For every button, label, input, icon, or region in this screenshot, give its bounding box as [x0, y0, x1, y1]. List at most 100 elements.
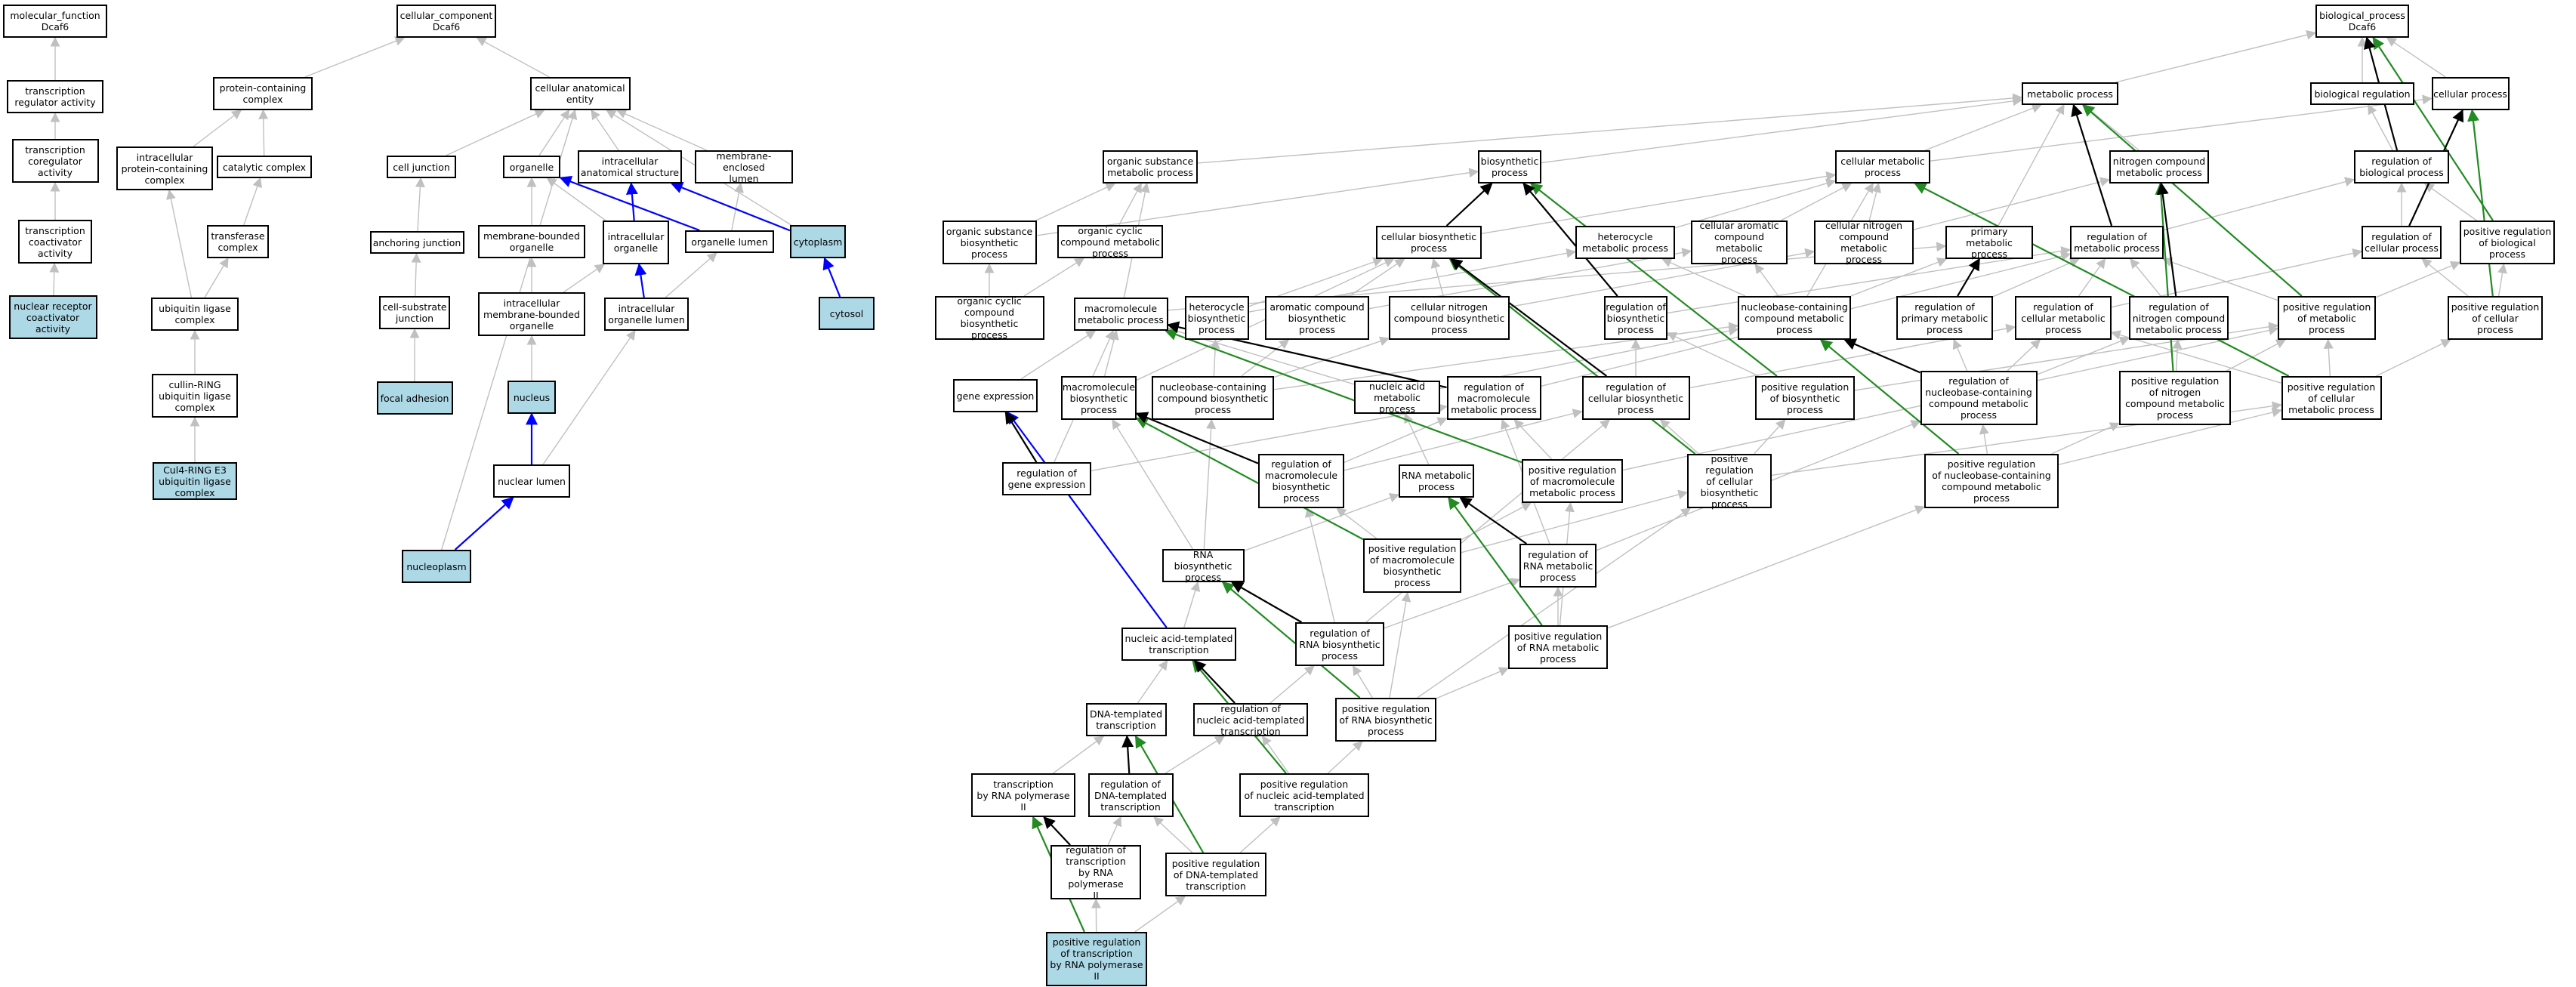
- term-node-tra[interactable]: transcription regulator activity: [7, 80, 103, 113]
- term-node-nl[interactable]: nuclear lumen: [493, 464, 570, 498]
- term-node-rncmp[interactable]: regulation of nitrogen compound metaboli…: [2129, 296, 2229, 340]
- term-node-trp2[interactable]: transcription by RNA polymerase II: [971, 773, 1075, 817]
- term-node-prcbp[interactable]: positive regulation of cellular biosynth…: [1687, 453, 1772, 510]
- term-node-mmp[interactable]: macromolecule metabolic process: [1073, 298, 1168, 331]
- edge-prcbp-to-cbp: [1448, 258, 1696, 455]
- term-node-cyto[interactable]: cytoplasm: [790, 225, 846, 258]
- term-node-mp[interactable]: metabolic process: [2022, 82, 2118, 105]
- edge-cncmp-to-ncmp: [1913, 177, 2111, 230]
- term-node-nrca[interactable]: nuclear receptor coactivator activity: [8, 295, 97, 339]
- term-node-prmmp[interactable]: positive regulation of macromolecule met…: [1522, 459, 1623, 503]
- term-node-prmbp[interactable]: positive regulation of macromolecule bio…: [1363, 538, 1461, 593]
- term-node-ol[interactable]: organelle lumen: [685, 230, 774, 253]
- term-node-rge[interactable]: regulation of gene expression: [1002, 462, 1091, 495]
- term-node-cp[interactable]: cellular process: [2431, 77, 2510, 110]
- term-node-cacmp[interactable]: cellular aromatic compound metabolic pro…: [1691, 220, 1788, 265]
- term-node-rrnabp[interactable]: regulation of RNA biosynthetic process: [1295, 622, 1384, 666]
- term-node-rdtt[interactable]: regulation of DNA-templated transcriptio…: [1087, 773, 1174, 817]
- term-node-prrnamp[interactable]: positive regulation of RNA metabolic pro…: [1508, 625, 1608, 669]
- term-node-rbp[interactable]: regulation of biological process: [2354, 150, 2449, 184]
- term-node-nuc[interactable]: nucleus: [507, 381, 556, 414]
- term-node-io[interactable]: intracellular organelle: [603, 221, 669, 264]
- term-node-prnatt[interactable]: positive regulation of nucleic acid-temp…: [1239, 773, 1369, 817]
- term-node-natt[interactable]: nucleic acid-templated transcription: [1121, 628, 1236, 661]
- term-node-rbsp[interactable]: regulation of biosynthetic process: [1604, 296, 1667, 340]
- term-node-prbsp[interactable]: positive regulation of biosynthetic proc…: [1755, 376, 1855, 420]
- term-node-prrnabp[interactable]: positive regulation of RNA biosynthetic …: [1335, 698, 1436, 742]
- term-node-np[interactable]: nucleoplasm: [402, 550, 471, 583]
- term-node-nbcbp[interactable]: nucleobase-containing compound biosynthe…: [1152, 376, 1274, 420]
- term-node-cncbp[interactable]: cellular nitrogen compound biosynthetic …: [1389, 296, 1510, 340]
- term-node-osbp[interactable]: organic substance biosynthetic process: [942, 221, 1037, 264]
- term-node-csj[interactable]: cell-substrate junction: [379, 296, 450, 329]
- term-node-mbsp[interactable]: macromolecule biosynthetic process: [1061, 376, 1137, 420]
- edge-cmp-to-cp: [1930, 94, 2433, 162]
- term-node-cc[interactable]: cellular_component Dcaf6: [396, 5, 496, 38]
- term-node-tcoa[interactable]: transcription coactivator activity: [18, 220, 92, 264]
- term-node-rnbcmp[interactable]: regulation of nucleobase-containing comp…: [1920, 371, 2038, 425]
- term-node-ncmp[interactable]: nitrogen compound metabolic process: [2109, 150, 2209, 184]
- term-node-nbcmp[interactable]: nucleobase-containing compound metabolic…: [1738, 296, 1851, 340]
- term-node-prcp[interactable]: positive regulation of cellular process: [2448, 296, 2543, 340]
- term-node-namp[interactable]: nucleic acid metabolic process: [1354, 381, 1440, 415]
- term-node-bsp[interactable]: biosynthetic process: [1478, 150, 1541, 184]
- term-node-dtt[interactable]: DNA-templated transcription: [1085, 703, 1167, 736]
- edge-osmp-to-mp: [1197, 93, 2023, 164]
- term-node-hbp[interactable]: heterocycle biosynthetic process: [1184, 296, 1249, 340]
- term-node-rmmp[interactable]: regulation of macromolecule metabolic pr…: [1446, 376, 1541, 420]
- term-node-mf[interactable]: molecular_function Dcaf6: [3, 5, 107, 38]
- term-node-rnamp[interactable]: RNA metabolic process: [1399, 464, 1474, 498]
- term-node-pcc[interactable]: protein-containing complex: [213, 77, 313, 110]
- term-node-occmp[interactable]: organic cyclic compound metabolic proces…: [1057, 225, 1163, 259]
- term-node-cbp[interactable]: cellular biosynthetic process: [1376, 226, 1482, 259]
- term-node-org[interactable]: organelle: [503, 156, 560, 178]
- term-node-rpmp[interactable]: regulation of primary metabolic process: [1896, 296, 1993, 340]
- term-node-prtrp2[interactable]: positive regulation of transcription by …: [1046, 932, 1147, 986]
- term-node-prdtt[interactable]: positive regulation of DNA-templated tra…: [1165, 853, 1266, 896]
- term-node-cae[interactable]: cellular anatomical entity: [529, 77, 631, 110]
- term-node-mel[interactable]: membrane-enclosed lumen: [695, 150, 793, 184]
- term-node-ge[interactable]: gene expression: [953, 379, 1038, 412]
- term-node-pmp[interactable]: primary metabolic process: [1945, 226, 2033, 260]
- edge-rtrp2-to-rdtt: [1107, 816, 1122, 846]
- term-node-osmp[interactable]: organic substance metabolic process: [1103, 150, 1198, 184]
- term-node-rcbp[interactable]: regulation of cellular biosynthetic proc…: [1581, 376, 1690, 420]
- term-node-iol[interactable]: intracellular organelle lumen: [604, 298, 689, 331]
- edge-prcmp-to-prmp: [2323, 338, 2334, 377]
- term-node-prnbcmp[interactable]: positive regulation of nucleobase-contai…: [1924, 454, 2059, 508]
- term-node-rcp[interactable]: regulation of cellular process: [2362, 226, 2442, 259]
- term-node-hmp[interactable]: heterocycle metabolic process: [1575, 226, 1675, 259]
- term-node-rnatt[interactable]: regulation of nucleic acid-templated tra…: [1193, 703, 1308, 737]
- term-node-cytosol[interactable]: cytosol: [819, 297, 875, 330]
- term-node-cul4[interactable]: Cul4-RING E3 ubiquitin ligase complex: [153, 462, 237, 500]
- term-node-rtrp2[interactable]: regulation of transcription by RNA polym…: [1050, 844, 1141, 901]
- term-node-cncmp[interactable]: cellular nitrogen compound metabolic pro…: [1814, 220, 1914, 265]
- term-node-prncmp[interactable]: positive regulation of nitrogen compound…: [2119, 371, 2231, 425]
- term-node-rcmp[interactable]: regulation of cellular metabolic process: [2015, 296, 2112, 340]
- term-node-ulc[interactable]: ubiquitin ligase complex: [151, 298, 239, 331]
- term-node-catc[interactable]: catalytic complex: [217, 156, 312, 178]
- term-node-bp[interactable]: biological_process Dcaf6: [2315, 5, 2409, 38]
- term-node-trfc[interactable]: transferase complex: [207, 225, 269, 258]
- term-node-prbp[interactable]: positive regulation of biological proces…: [2460, 221, 2555, 264]
- term-node-cj[interactable]: cell junction: [387, 156, 456, 178]
- term-node-mbo[interactable]: membrane-bounded organelle: [478, 225, 585, 258]
- term-node-ias[interactable]: intracellular anatomical structure: [578, 150, 682, 184]
- term-node-rmbp[interactable]: regulation of macromolecule biosynthetic…: [1258, 454, 1344, 508]
- term-node-rrnamp[interactable]: regulation of RNA metabolic process: [1519, 544, 1597, 588]
- term-node-rmp[interactable]: regulation of metabolic process: [2070, 226, 2164, 259]
- term-node-ipcc[interactable]: intracellular protein-containing complex: [116, 147, 213, 190]
- term-node-occbp[interactable]: organic cyclic compound biosynthetic pro…: [934, 295, 1044, 341]
- term-node-acbp[interactable]: aromatic compound biosynthetic process: [1265, 296, 1369, 340]
- term-node-imbo[interactable]: intracellular membrane-bounded organelle: [478, 292, 585, 336]
- term-node-fa[interactable]: focal adhesion: [376, 381, 453, 415]
- term-node-aj[interactable]: anchoring junction: [369, 231, 464, 254]
- term-node-cmp[interactable]: cellular metabolic process: [1835, 150, 1930, 184]
- term-node-tcra[interactable]: transcription coregulator activity: [11, 139, 99, 183]
- term-node-prcmp[interactable]: positive regulation of cellular metaboli…: [2281, 376, 2382, 420]
- term-node-crulc[interactable]: cullin-RING ubiquitin ligase complex: [152, 374, 238, 418]
- term-node-rnabp[interactable]: RNA biosynthetic process: [1162, 549, 1245, 583]
- term-node-breg[interactable]: biological regulation: [2310, 82, 2414, 105]
- term-node-prmp[interactable]: positive regulation of metabolic process: [2278, 296, 2376, 340]
- edge-rncmp-to-ncmp: [2156, 182, 2177, 297]
